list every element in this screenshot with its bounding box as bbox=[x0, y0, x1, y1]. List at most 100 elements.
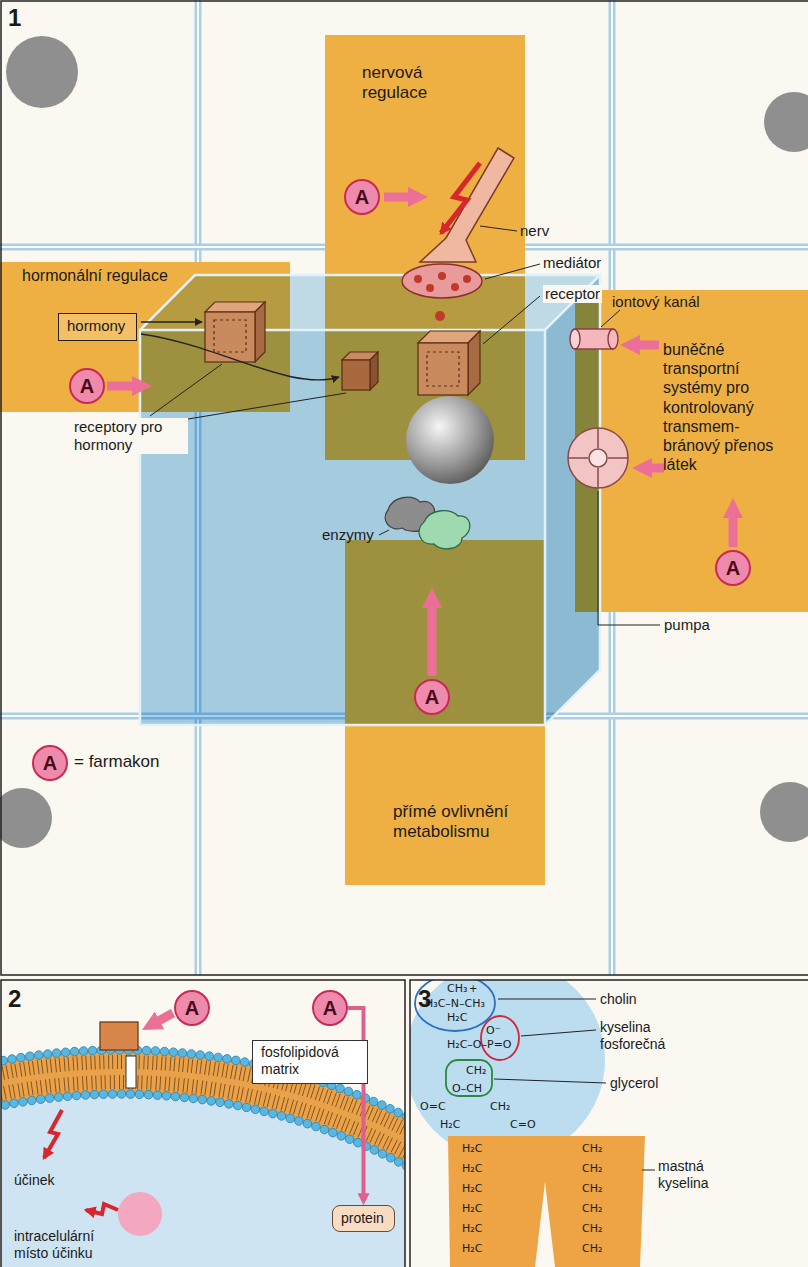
nerve-ending bbox=[451, 283, 459, 291]
drug-arrow bbox=[156, 1013, 173, 1022]
lipid-head bbox=[233, 1101, 242, 1110]
lipid-tail bbox=[114, 1075, 115, 1089]
lipid-tail bbox=[336, 1116, 341, 1129]
lipid-tail bbox=[344, 1097, 349, 1110]
lipid-tail bbox=[81, 1056, 83, 1070]
lipid-tail bbox=[36, 1081, 38, 1095]
panel-frame bbox=[410, 980, 808, 1267]
lipid-tail bbox=[64, 1057, 65, 1071]
lipid-tail bbox=[232, 1086, 235, 1100]
lipid-tail bbox=[223, 1084, 225, 1098]
lipid-tail bbox=[55, 1078, 56, 1092]
lipid-tail bbox=[248, 1068, 251, 1082]
lipid-tail bbox=[170, 1057, 171, 1071]
drug-circle: A bbox=[32, 745, 68, 781]
lipid-tail bbox=[246, 1088, 249, 1102]
leader-line bbox=[480, 226, 517, 231]
lipid-head bbox=[189, 1094, 198, 1103]
drug-arrow bbox=[636, 341, 659, 350]
formula-text: CH₂ bbox=[582, 1182, 602, 1195]
lipid-head bbox=[142, 1046, 151, 1055]
lipid-tail bbox=[311, 1106, 315, 1119]
lipid-tail bbox=[174, 1077, 175, 1091]
lipid-head bbox=[171, 1092, 180, 1101]
part-label: pumpa bbox=[664, 616, 710, 634]
lipid-tail bbox=[112, 1055, 113, 1069]
lipid-head bbox=[162, 1091, 171, 1100]
lipid-tail bbox=[395, 1142, 401, 1155]
channel-symbol bbox=[126, 1056, 136, 1088]
lipid-head bbox=[54, 1093, 63, 1102]
lipid-head bbox=[25, 1052, 34, 1061]
cytoplasm bbox=[1, 1094, 405, 1267]
lipid-head bbox=[99, 1090, 108, 1099]
lipid-head bbox=[251, 1105, 260, 1114]
box-text: protein bbox=[341, 1210, 384, 1227]
lipid-tail bbox=[384, 1114, 390, 1127]
lipid-tail bbox=[290, 1100, 294, 1113]
lipid-tail bbox=[174, 1057, 175, 1071]
hormone-receptor bbox=[342, 360, 370, 390]
lipid-tail bbox=[302, 1103, 306, 1116]
lipid-head bbox=[207, 1097, 216, 1106]
ion-channel bbox=[570, 329, 618, 349]
drug-circle: A bbox=[174, 990, 210, 1026]
lipid-tail bbox=[356, 1102, 361, 1115]
lipid-tail bbox=[147, 1056, 149, 1070]
lipid-tail bbox=[32, 1061, 34, 1075]
part-label: účinek bbox=[14, 1172, 54, 1189]
drug-letter: A bbox=[425, 687, 439, 707]
hormone-receptor bbox=[255, 302, 265, 362]
part-label: nerv bbox=[520, 222, 549, 240]
part-label: intracelulární místo účinku bbox=[14, 1228, 126, 1262]
lipid-tail bbox=[123, 1075, 124, 1089]
lipid-head bbox=[394, 1108, 403, 1117]
formula-text: H₂C bbox=[462, 1222, 482, 1235]
lipid-tail bbox=[368, 1107, 373, 1120]
lipid-tail bbox=[191, 1059, 193, 1073]
lipid-head bbox=[378, 1150, 387, 1159]
enzyme-shape bbox=[419, 511, 470, 549]
lipid-head bbox=[19, 1098, 28, 1107]
lipid-tail bbox=[146, 1076, 148, 1090]
lipid-tail bbox=[231, 1065, 233, 1079]
lipid-tail bbox=[100, 1075, 101, 1089]
nerve-receptor bbox=[418, 331, 480, 395]
lipid-tail bbox=[196, 1080, 198, 1094]
cell-cube bbox=[140, 330, 545, 725]
lipid-tail bbox=[73, 1077, 74, 1091]
lipid-head bbox=[70, 1047, 79, 1056]
head-group bbox=[410, 980, 605, 1160]
glycerol-outline bbox=[446, 1060, 492, 1096]
drug-arrow bbox=[428, 604, 437, 676]
lipid-tail bbox=[20, 1063, 22, 1077]
label-box: hormony bbox=[58, 313, 137, 341]
lipid-tail bbox=[316, 1108, 321, 1121]
lipid-tail bbox=[165, 1077, 166, 1091]
lipid-head bbox=[353, 1090, 362, 1099]
lipid-head bbox=[216, 1098, 225, 1107]
formula-text: H₃C–N–CH₃ bbox=[425, 997, 485, 1010]
lipid-head bbox=[312, 1122, 321, 1131]
lipid-tail bbox=[110, 1075, 111, 1089]
drug-circle: A bbox=[312, 990, 348, 1026]
nerve-ending bbox=[420, 148, 514, 262]
lipid-tail bbox=[370, 1130, 376, 1143]
lipid-head bbox=[52, 1049, 61, 1058]
lipid-head bbox=[344, 1087, 353, 1096]
lipid-tail bbox=[82, 1076, 84, 1090]
formula-text: CH₂ bbox=[466, 1064, 486, 1077]
lipid-head bbox=[178, 1049, 187, 1058]
leader-line bbox=[182, 393, 346, 420]
lipid-tail bbox=[6, 1065, 9, 1079]
lipid-head bbox=[79, 1047, 88, 1056]
lipid-tail bbox=[294, 1101, 298, 1114]
lipid-tail bbox=[263, 1092, 266, 1106]
lipid-tail bbox=[276, 1096, 280, 1110]
formula-text: H₂C bbox=[462, 1182, 482, 1195]
formula-text: H₂C bbox=[462, 1202, 482, 1215]
lipid-head bbox=[81, 1091, 90, 1100]
leader-line bbox=[483, 296, 540, 344]
grey-dot bbox=[760, 782, 808, 842]
